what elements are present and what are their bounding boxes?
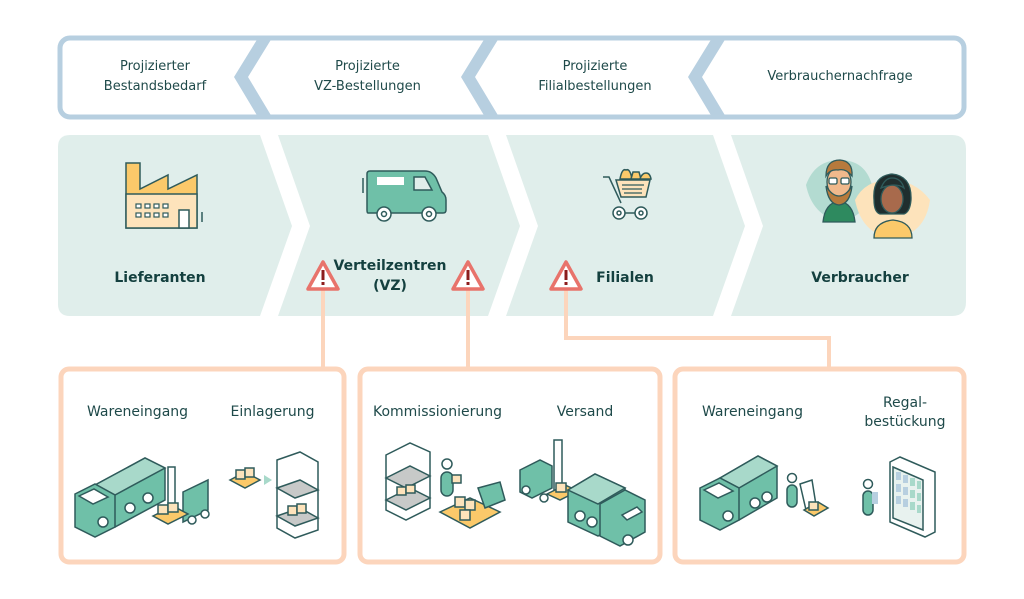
truck-handcart-icon [699, 455, 830, 531]
demand-separator [234, 38, 272, 117]
process-step-label: Kommissionierung [372, 404, 503, 420]
stage-label-verbraucher: Verbraucher [811, 270, 909, 286]
stage-verbraucher-bg [731, 135, 966, 316]
process-step-label: Regal- bestückung [864, 395, 946, 430]
man-avatar [822, 159, 856, 223]
demand-flow-band [57, 35, 967, 120]
demand-separator [688, 38, 726, 117]
process-step-label: Wareneingang [701, 404, 804, 420]
shopping-cart-icon [603, 168, 652, 220]
stage-label-filialen: Filialen [596, 270, 654, 286]
process-step-label: Versand [556, 404, 614, 420]
woman-avatar [873, 173, 913, 239]
consumers-icon [806, 159, 930, 239]
stage-vz-bg [278, 135, 520, 316]
factory-icon [125, 162, 203, 229]
demand-step-verbrauchernachfrage: Verbrauchernachfrage [767, 69, 913, 84]
process-step-label: Einlagerung [230, 404, 315, 420]
stage-filialen-bg [506, 135, 745, 316]
warning-icon [451, 260, 485, 291]
delivery-van-icon [362, 170, 447, 222]
demand-step-vz-bestellungen: Projizierte VZ-Bestellungen [314, 59, 421, 94]
warning-connectors [321, 290, 831, 370]
warning-icon [306, 260, 340, 291]
shelf-restocking-icon [862, 456, 936, 538]
shelf-storage-icon [228, 451, 320, 539]
process-step-label: Wareneingang [86, 404, 189, 420]
demand-separator [461, 38, 499, 117]
stage-label-verteilzentren: Verteilzentren (VZ) [333, 258, 447, 294]
demand-step-filialbestellungen: Projizierte Filialbestellungen [538, 59, 652, 94]
shipping-truck-icon [519, 439, 646, 547]
truck-forklift-icon [74, 457, 210, 538]
picking-icon [384, 442, 506, 529]
stage-label-lieferanten: Lieferanten [114, 270, 206, 286]
warning-icon [549, 260, 583, 291]
process-boxes [58, 366, 967, 565]
demand-step-bestandsbedarf: Projizierter Bestandsbedarf [103, 59, 207, 94]
